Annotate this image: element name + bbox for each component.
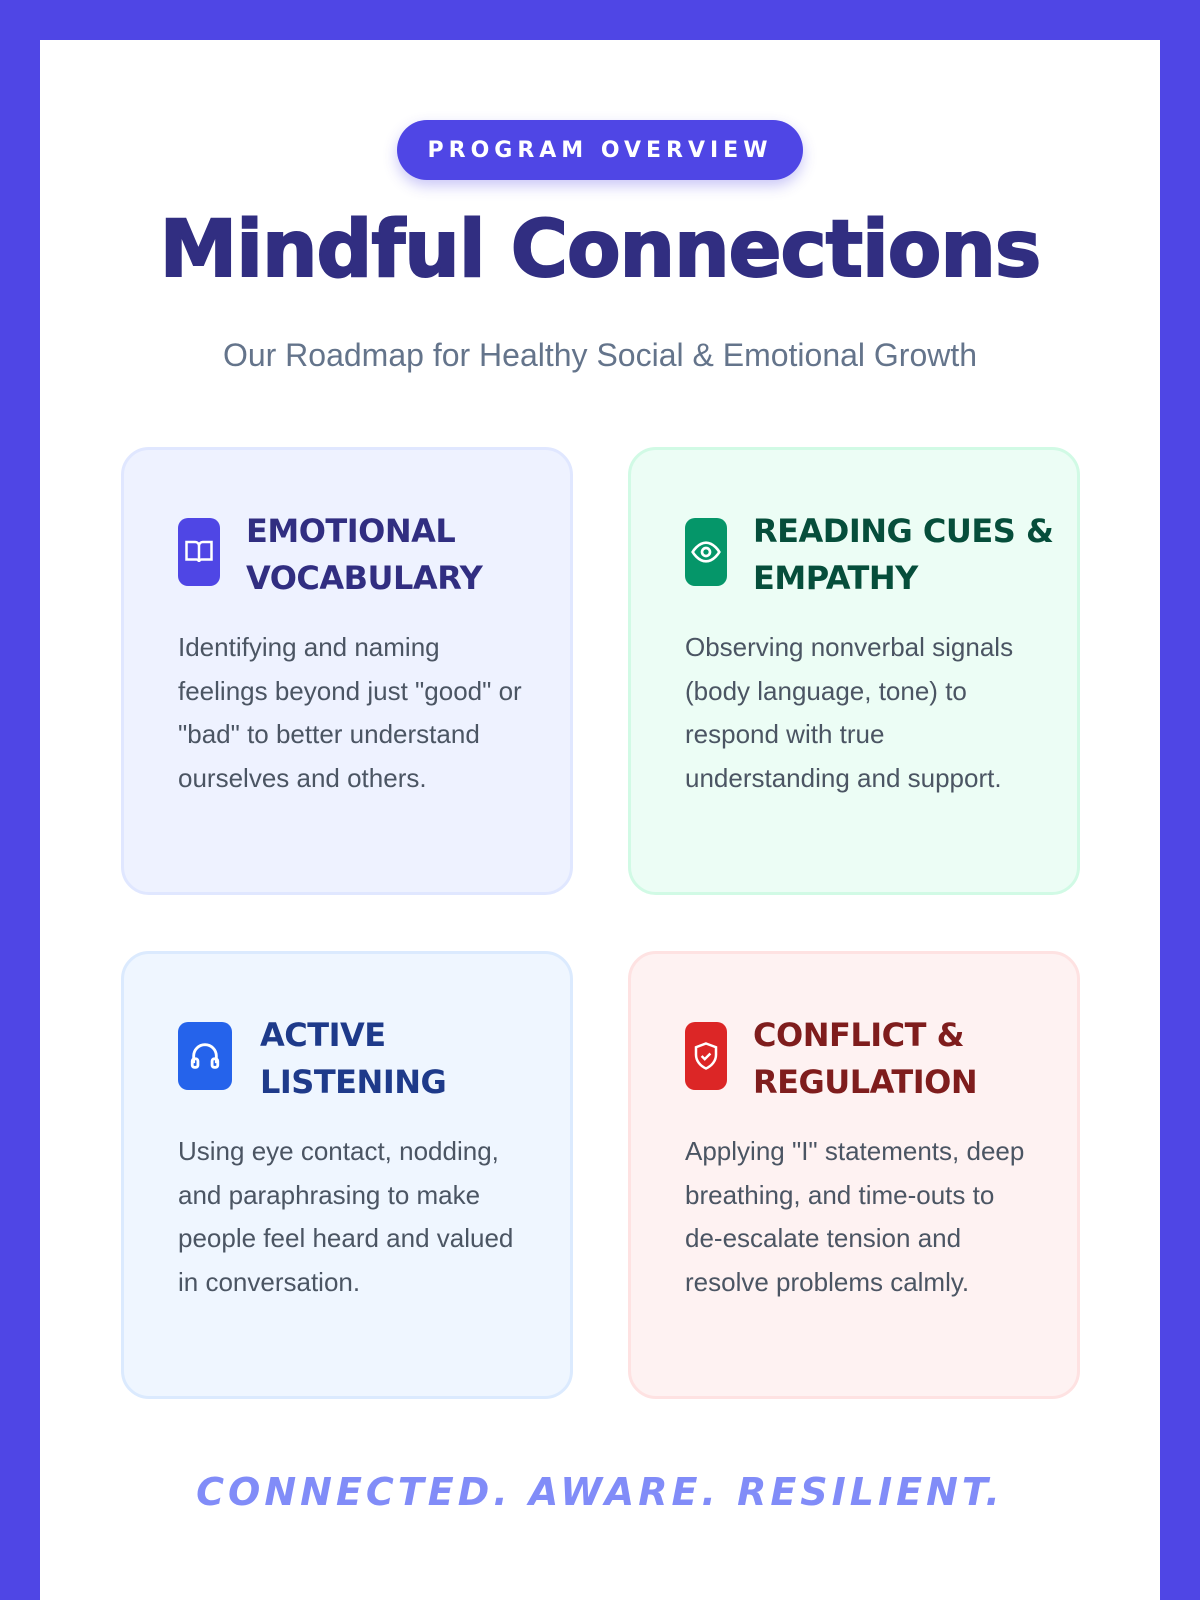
card-reading-cues: READING CUES & EMPATHY Observing nonverb… [628,447,1080,895]
page-subtitle: Our Roadmap for Healthy Social & Emotion… [222,337,978,373]
card-description: Observing nonverbal signals (body langua… [685,632,1014,793]
shield-check-icon [685,1022,727,1090]
card-emotional-vocabulary: EMOTIONAL VOCABULARY Identifying and nam… [121,447,573,895]
card-conflict-regulation: CONFLICT & REGULATION Applying "I" state… [628,951,1080,1399]
page-title: Mindful Connections [159,204,1043,296]
tagline: CONNECTED. AWARE. RESILIENT. [196,1470,1004,1514]
card-heading: EMOTIONAL VOCABULARY [246,512,483,597]
card-description: Applying "I" statements, deep breathing,… [685,1136,1025,1297]
book-icon [178,518,220,586]
card-heading: READING CUES & EMPATHY [753,512,1054,597]
card-heading: ACTIVE LISTENING [260,1016,447,1101]
card-description: Using eye contact, nodding, and paraphra… [178,1136,514,1297]
card-description: Identifying and naming feelings beyond j… [178,632,522,793]
program-overview-badge: PROGRAM OVERVIEW [397,120,803,180]
card-active-listening: ACTIVE LISTENING Using eye contact, nodd… [121,951,573,1399]
card-heading: CONFLICT & REGULATION [753,1016,978,1101]
headphones-icon [178,1022,232,1090]
eye-icon [685,518,727,586]
